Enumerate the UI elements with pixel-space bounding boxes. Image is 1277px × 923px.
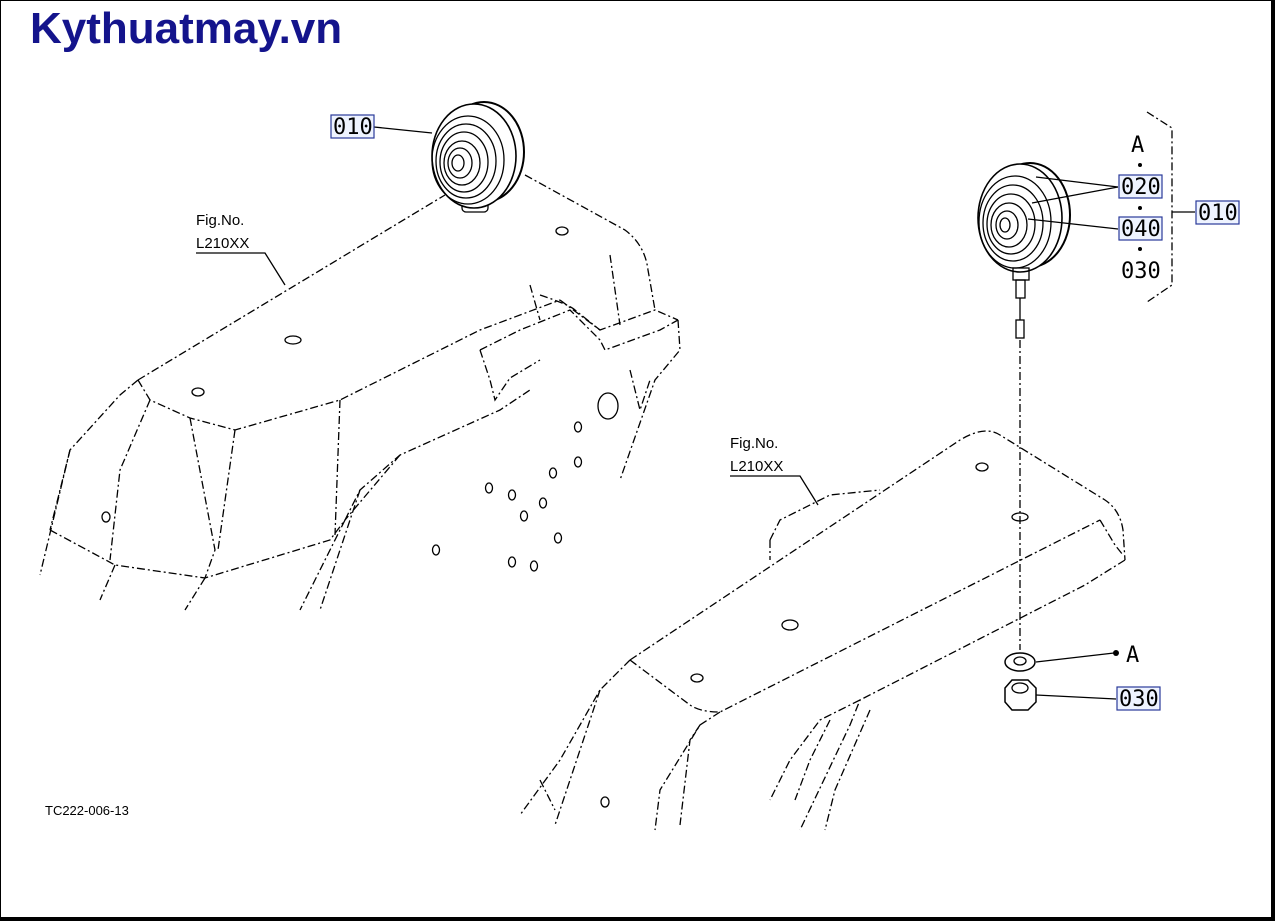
group-bracket — [1146, 111, 1173, 303]
left-fender — [39, 174, 681, 611]
part-label-030-bottom: 030 — [1119, 687, 1159, 712]
leader-line — [1035, 176, 1119, 188]
brand-watermark: Kythuatmay.vn — [30, 4, 343, 53]
right-fig-ref-line1: Fig.No. — [730, 435, 778, 452]
nut-icon — [1004, 679, 1037, 711]
part-label-box — [1116, 686, 1161, 711]
part-label-030-top: 030 — [1121, 259, 1161, 284]
leader-line — [1035, 652, 1115, 663]
leader-line — [196, 252, 286, 286]
part-label-box — [1118, 216, 1163, 241]
part-label-box — [1118, 174, 1163, 199]
leader-line — [730, 475, 819, 506]
leader-line — [1035, 694, 1117, 700]
dot-marker — [1138, 247, 1142, 251]
part-label-020: 020 — [1121, 175, 1161, 200]
ref-letter-a-top: A — [1131, 133, 1144, 158]
left-fig-ref-line1: Fig.No. — [196, 212, 244, 229]
part-label-040: 040 — [1121, 217, 1161, 242]
left-lamp-icon — [431, 101, 525, 213]
right-group-label: 010 — [1198, 201, 1238, 226]
dot-marker — [1138, 206, 1142, 210]
ref-letter-a-bottom: A — [1126, 643, 1139, 668]
drawing-code: TC222-006-13 — [45, 803, 129, 818]
right-lamp-icon — [977, 162, 1071, 650]
part-label-box — [330, 114, 375, 139]
dot-marker — [1113, 650, 1119, 656]
dot-marker — [1138, 163, 1142, 167]
leader-line — [1027, 218, 1119, 230]
part-label-box — [1195, 200, 1240, 225]
right-fender — [519, 430, 1126, 831]
right-fig-ref-line2: L210XX — [730, 458, 783, 475]
left-part-label: 010 — [333, 115, 373, 140]
left-fig-ref-line2: L210XX — [196, 235, 249, 252]
washer-icon — [1004, 652, 1036, 672]
leader-line — [1031, 186, 1119, 204]
leader-line — [373, 126, 433, 134]
